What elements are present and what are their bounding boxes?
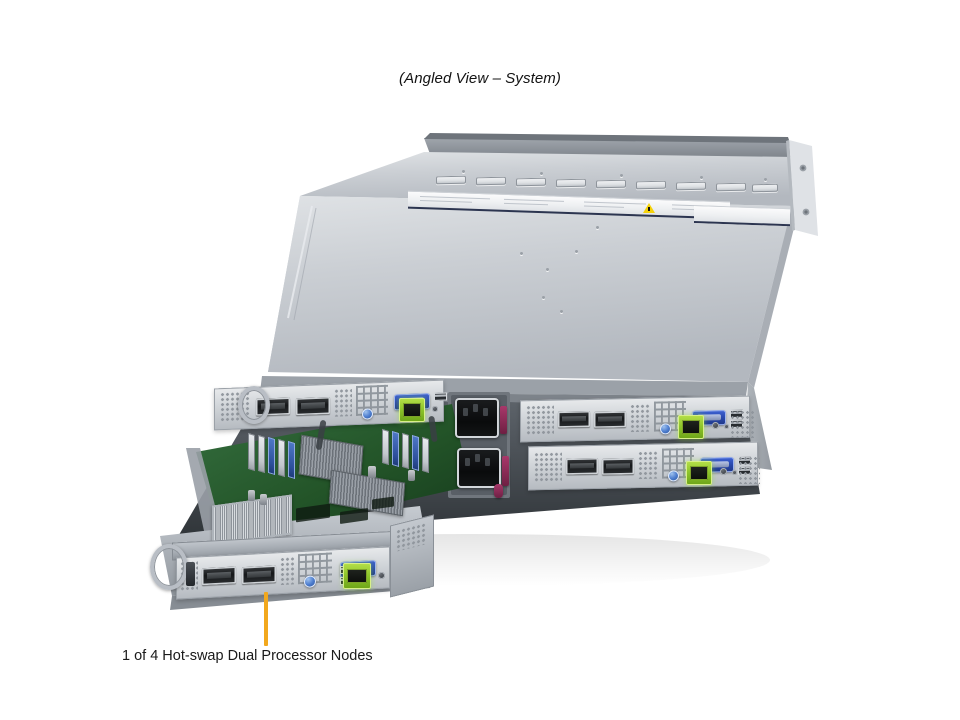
figure-caption: 1 of 4 Hot-swap Dual Processor Nodes bbox=[122, 648, 373, 664]
rj45-port-upper-left bbox=[399, 398, 425, 422]
sfp-port-1 bbox=[566, 457, 598, 475]
status-led-extended-1 bbox=[378, 572, 385, 579]
node-handle-ring-extended[interactable] bbox=[150, 544, 188, 590]
vent-grille-lower-right bbox=[738, 456, 760, 484]
psu-release-latch-2[interactable] bbox=[502, 456, 509, 486]
sfp-port-2 bbox=[242, 565, 276, 585]
node-handle-ring-upper-left[interactable] bbox=[238, 386, 270, 424]
usb-port-1 bbox=[434, 392, 447, 401]
status-led-upper-right-2 bbox=[724, 424, 729, 429]
status-led-lower-right-1 bbox=[720, 468, 727, 475]
status-led-upper-right-1 bbox=[712, 422, 719, 429]
node-front-panel-lower-right[interactable] bbox=[528, 441, 758, 491]
power-button bbox=[668, 470, 679, 482]
rj45-port-lower-right bbox=[686, 461, 712, 485]
rj45-port-upper-right bbox=[678, 415, 704, 439]
psu-release-tab[interactable] bbox=[494, 484, 503, 498]
sfp-port-1 bbox=[558, 410, 590, 428]
sfp-port-2 bbox=[594, 411, 626, 428]
sfp-port-1 bbox=[202, 566, 236, 586]
status-led-upper-left bbox=[432, 406, 438, 412]
node-release-latch[interactable] bbox=[186, 562, 195, 586]
power-inlet-2 bbox=[457, 448, 501, 488]
power-button bbox=[362, 408, 373, 420]
power-inlet-1 bbox=[455, 398, 499, 438]
psu-release-latch-1[interactable] bbox=[500, 406, 507, 434]
rj45-port-extended bbox=[343, 563, 371, 589]
warning-triangle-icon bbox=[643, 203, 655, 213]
figure-title: (Angled View – System) bbox=[399, 70, 561, 87]
callout-leader-line bbox=[264, 592, 268, 646]
status-led-lower-right-2 bbox=[732, 470, 737, 475]
vent-grille-upper-right bbox=[730, 410, 754, 438]
node-front-panel-upper-right[interactable] bbox=[520, 395, 750, 443]
power-button bbox=[660, 423, 671, 435]
sfp-port-2 bbox=[602, 458, 634, 475]
power-button bbox=[304, 575, 316, 588]
sfp-port-2 bbox=[296, 396, 330, 416]
